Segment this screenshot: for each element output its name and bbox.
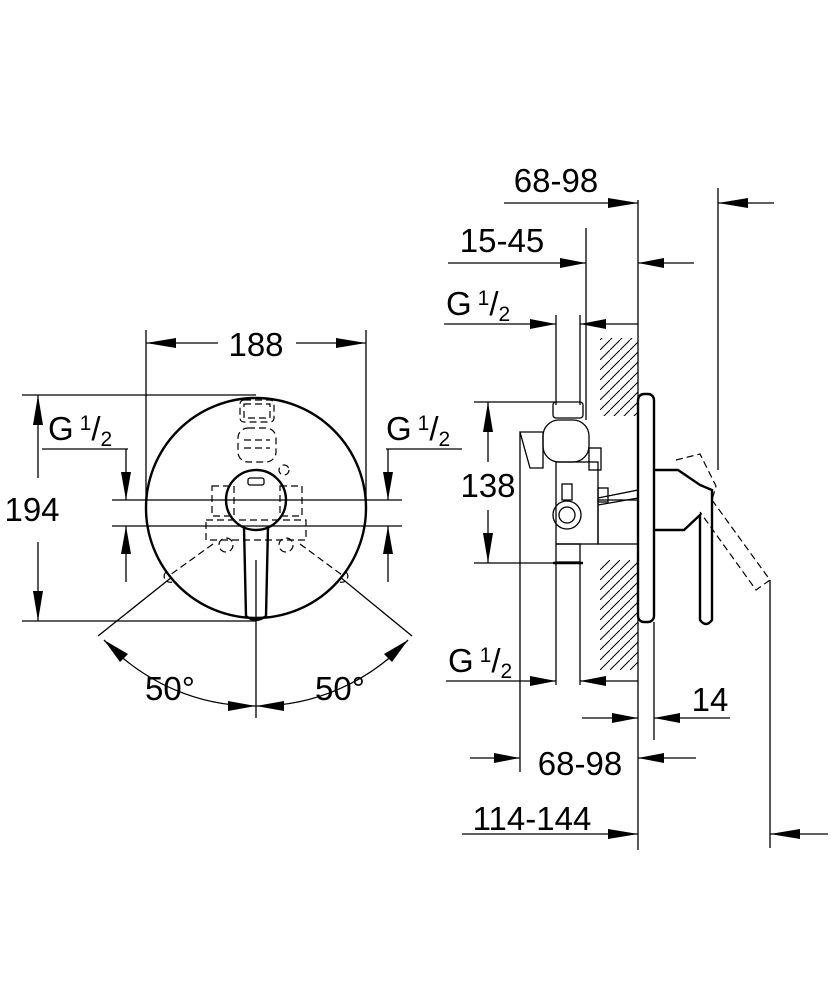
svg-text:G1/2: G1/2 <box>386 410 450 451</box>
depth-dim-second: 15-45 <box>448 222 694 420</box>
thread-left-main: G <box>48 410 74 447</box>
svg-text:G1/2: G1/2 <box>448 642 512 683</box>
wall-section-lower <box>600 560 638 670</box>
depth-dim-top: 68-98 <box>504 162 774 470</box>
thread-top-main: G <box>446 285 472 322</box>
lever-ghost <box>675 453 771 591</box>
thread-bottom-num: 1 <box>480 644 492 667</box>
handle-side <box>654 468 714 626</box>
thread-right-den: 2 <box>439 428 451 451</box>
thread-left-num: 1 <box>80 412 92 435</box>
valve-body <box>519 315 639 685</box>
spacing-label: 138 <box>460 467 515 504</box>
height-dimension: 194 <box>4 394 256 622</box>
depth-dim-total: 114-144 <box>462 580 828 848</box>
depth-bottom-label: 68-98 <box>538 745 622 782</box>
svg-text:G1/2: G1/2 <box>446 285 510 326</box>
angle-left-label: 50° <box>145 670 195 707</box>
brand-logo-icon <box>247 477 265 486</box>
depth-second-label: 15-45 <box>460 222 544 259</box>
thread-bottom-main: G <box>448 642 474 679</box>
concealed-body-outline <box>163 399 349 583</box>
width-dimension: 188 <box>145 326 367 508</box>
svg-text:G1/2: G1/2 <box>48 410 112 451</box>
wall-section-upper <box>600 338 638 416</box>
depth-top-label: 68-98 <box>514 162 598 199</box>
angle-right-label: 50° <box>315 670 365 707</box>
spacing-dimension: 138 <box>460 401 556 564</box>
height-dim-label: 194 <box>4 491 59 528</box>
thread-right-main: G <box>386 410 412 447</box>
rosette-plate-side <box>636 392 656 624</box>
angle-dimensions: 50° 50° <box>97 576 413 711</box>
thread-top-den: 2 <box>499 303 511 326</box>
thread-bottom-den: 2 <box>501 660 513 683</box>
plate-label: 14 <box>692 681 729 718</box>
depth-dim-bottom: 68-98 <box>470 432 696 782</box>
thread-right-num: 1 <box>418 412 430 435</box>
plate-dimension: 14 <box>582 622 730 740</box>
depth-total-label: 114-144 <box>473 800 592 837</box>
width-dim-label: 188 <box>228 326 283 363</box>
thread-top-num: 1 <box>478 287 490 310</box>
thread-left-den: 2 <box>101 428 113 451</box>
